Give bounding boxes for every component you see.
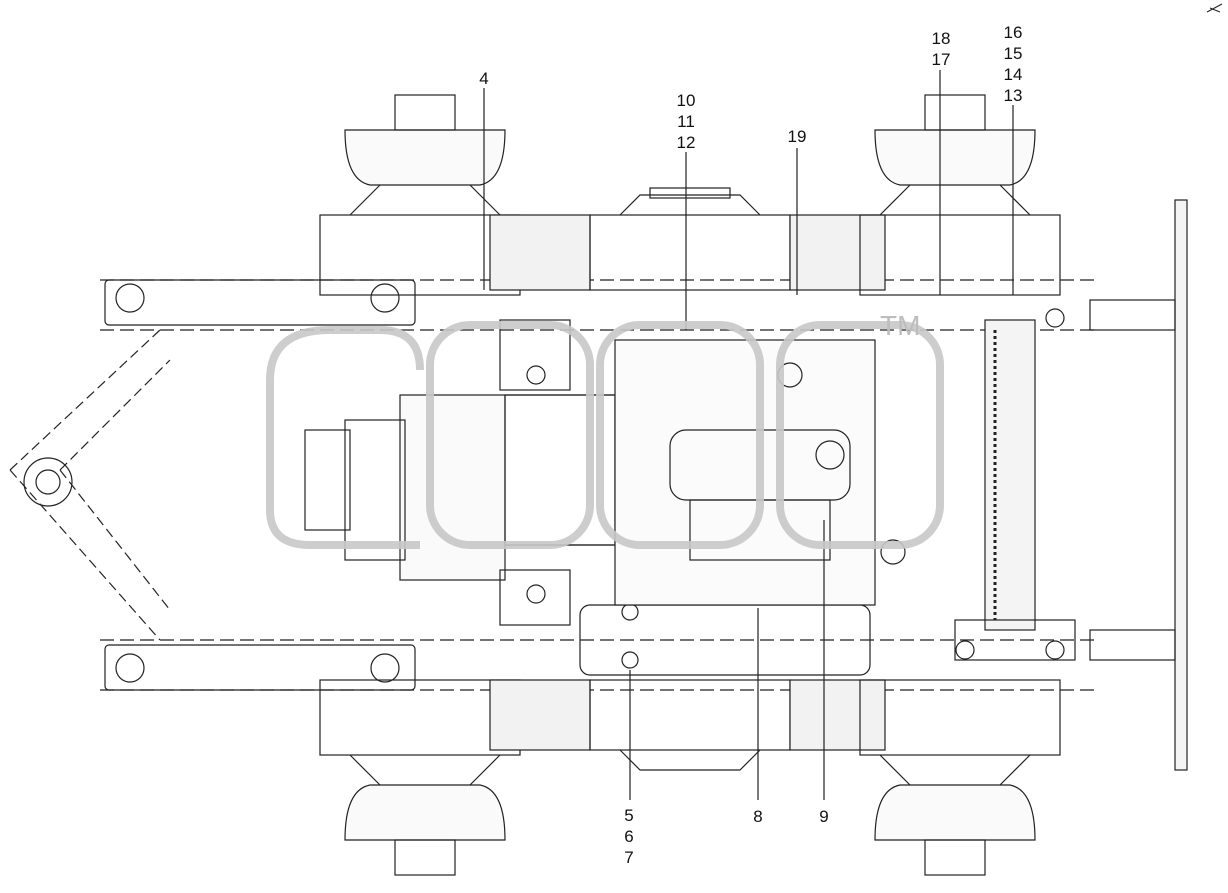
engine-block — [614, 339, 876, 606]
axle-housing-top-right — [859, 214, 1061, 296]
callout-8: 8 — [753, 807, 763, 826]
callout-18: 18 — [931, 29, 951, 48]
callout-6: 6 — [624, 827, 634, 846]
wheel-hub-bottom-left — [344, 754, 506, 876]
radiator — [984, 319, 1036, 631]
callout-14: 14 — [1003, 65, 1023, 84]
crossmember-left-top — [104, 279, 416, 326]
callout-12: 12 — [676, 133, 696, 152]
axle-housing-bottom-right — [859, 679, 1061, 756]
callout-9: 9 — [819, 807, 829, 826]
wheel-hub-top-left — [344, 94, 506, 216]
tow-eye — [23, 457, 73, 507]
filter — [880, 539, 906, 565]
watermark — [266, 321, 944, 549]
differential-bottom — [619, 749, 761, 771]
callout-17: 17 — [931, 50, 951, 69]
watermark-tm: TM — [880, 310, 920, 341]
corner-mark-icon — [1206, 3, 1223, 13]
crossmember-left-bottom — [104, 644, 416, 691]
wheel-hub-top-right — [874, 94, 1036, 216]
transmission — [399, 394, 506, 581]
callout-5-6-7: 5 6 7 — [616, 805, 642, 868]
callout-19: 19 — [787, 127, 807, 146]
differential-top — [619, 187, 761, 216]
callout-7: 7 — [624, 848, 634, 867]
callout-16-15-14-13: 16 15 14 13 — [996, 22, 1030, 106]
callout-15: 15 — [1003, 44, 1023, 63]
frame-rail-top — [100, 279, 1100, 331]
wheel-hub-bottom-right — [874, 754, 1036, 876]
frame-front — [9, 329, 171, 641]
callout-10: 10 — [676, 91, 696, 110]
callout-16: 16 — [1003, 23, 1023, 42]
callout-18-17: 18 17 — [925, 28, 957, 70]
frame-rail-bottom — [100, 639, 1100, 691]
callout-10-11-12: 10 11 12 — [668, 90, 704, 153]
rear-bumper — [1174, 199, 1188, 771]
callout-5: 5 — [624, 806, 634, 825]
callout-11: 11 — [677, 112, 695, 131]
callout-4: 4 — [479, 69, 489, 88]
callout-13: 13 — [1003, 86, 1023, 105]
